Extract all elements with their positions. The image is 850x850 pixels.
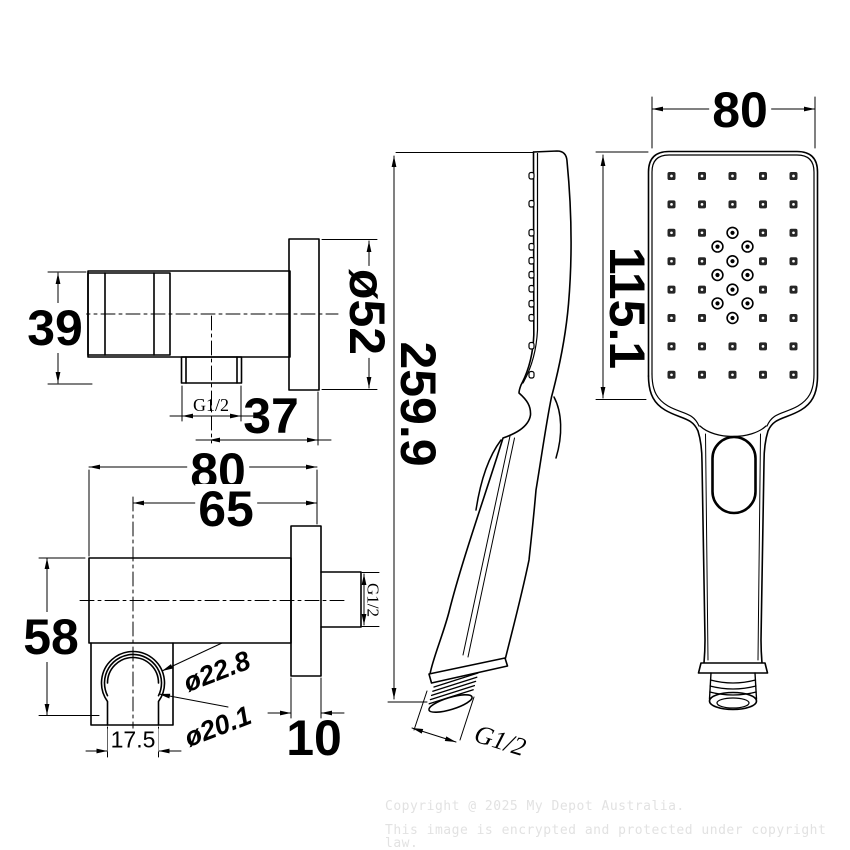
- dim-outlet-thread-label: G1/2: [193, 395, 229, 415]
- arrowhead: [652, 106, 663, 112]
- nozzle-bump: [528, 256, 535, 265]
- arrowhead: [366, 377, 372, 388]
- dim-outlet-offset-label: 37: [243, 388, 299, 444]
- handset-front-view: [595, 96, 819, 711]
- dim-flange-diameter-label: ø52: [339, 265, 395, 359]
- thread-rings-front: [709, 679, 757, 696]
- watermark-line-1: Copyright @ 2025 My Depot Australia.: [385, 799, 685, 814]
- arrowhead: [230, 413, 241, 419]
- arrowhead: [600, 387, 606, 398]
- arrowhead: [361, 614, 367, 625]
- handset-front-outline-right: [647, 150, 819, 664]
- nozzle-bump: [528, 242, 535, 251]
- arrowhead: [391, 688, 397, 699]
- dim-total-height-label: 58: [20, 612, 82, 662]
- arrowhead: [96, 748, 108, 754]
- nozzle-bump: [528, 171, 535, 180]
- arrowhead: [89, 464, 100, 470]
- nozzle-bump: [528, 299, 535, 308]
- handset-face-outline: [429, 151, 535, 675]
- handset-collar-front: [697, 662, 769, 674]
- nozzle-bump: [528, 284, 535, 293]
- nozzle-bump: [528, 270, 535, 279]
- dim-hook-offset-label: 65: [195, 484, 257, 534]
- handset-collar-side: [428, 657, 509, 684]
- dim-head-length-label: 115.1: [599, 246, 655, 370]
- arrowhead: [306, 464, 317, 470]
- nozzle-bump: [528, 370, 535, 379]
- nozzle-grid: [667, 172, 798, 379]
- nozzle-bump: [528, 228, 535, 237]
- dimension-arrowheads: [44, 106, 815, 754]
- arrowhead: [306, 500, 317, 506]
- elbow-outlet-stub: [180, 356, 243, 384]
- handset-back-outline: [504, 150, 572, 659]
- arrowhead: [804, 106, 815, 112]
- arrowhead: [444, 736, 456, 742]
- arrowhead: [44, 704, 50, 715]
- arrowhead: [159, 693, 171, 699]
- arrowhead: [307, 437, 318, 443]
- arrowhead: [600, 155, 606, 166]
- dim-total-length-label: 259.9: [390, 341, 446, 467]
- arrowhead: [361, 574, 367, 585]
- thread-end-cap-side: [428, 693, 473, 714]
- dim-head-width-label: 80: [709, 85, 771, 135]
- arrowhead: [55, 273, 61, 284]
- arrowhead: [321, 710, 332, 716]
- arrowhead: [55, 372, 61, 383]
- arrowhead: [162, 664, 173, 671]
- dim-body-height-label: 39: [24, 303, 86, 353]
- nozzle-bump: [528, 313, 535, 322]
- watermark-line-2: This image is encrypted and protected un…: [385, 823, 827, 850]
- hook-bracket: [90, 642, 174, 726]
- arrowhead: [133, 500, 144, 506]
- arrowhead: [182, 413, 193, 419]
- nozzle-bump: [528, 341, 535, 350]
- neck-curve: [699, 425, 767, 437]
- arrowhead: [391, 156, 397, 167]
- arrowhead: [209, 437, 220, 443]
- dim-hook-opening-label: 17.5: [107, 728, 159, 752]
- leader-hook-inner: [158, 693, 229, 708]
- arrowhead: [280, 710, 291, 716]
- nozzle-bump: [528, 199, 535, 208]
- leader-hook-outer: [161, 642, 223, 672]
- arrowhead: [366, 241, 372, 252]
- arrowhead: [44, 558, 50, 569]
- dim-inlet-thread-label: G1/2: [363, 583, 383, 617]
- dim-flange-thickness-label: 10: [286, 710, 342, 766]
- handset-front-outline-left: [647, 375, 706, 664]
- arrowhead: [158, 748, 170, 754]
- mode-button: [711, 435, 757, 515]
- hook-outer-arc: [100, 650, 166, 726]
- arrowhead: [412, 728, 424, 734]
- nozzle-bumps-side: [528, 171, 535, 379]
- thread-end-cap-front: [708, 691, 758, 711]
- handset-side-view: [387, 150, 572, 743]
- elbow-inlet-stub: [320, 571, 362, 628]
